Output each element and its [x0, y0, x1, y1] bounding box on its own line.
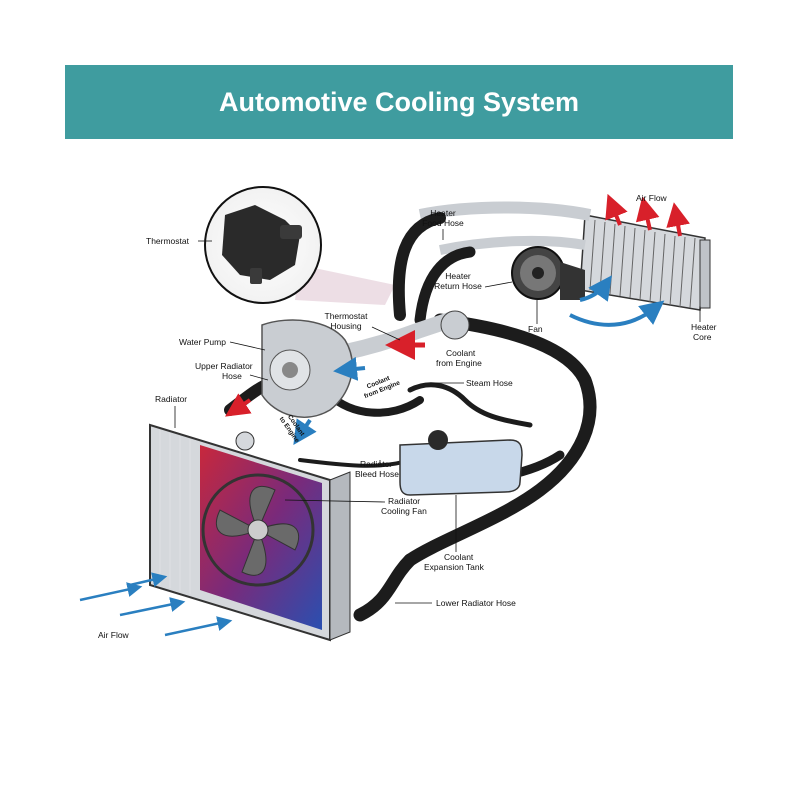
label-radiator: Radiator	[155, 394, 187, 404]
label-water-pump: Water Pump	[179, 337, 226, 347]
label-coolant-from-engine-1: Coolant	[446, 348, 476, 358]
label-upper-radiator-hose-2: Hose	[222, 371, 242, 381]
page-title: Automotive Cooling System	[218, 87, 580, 117]
label-heater-core-1: Heater	[691, 322, 717, 332]
label-coolant-expansion-tank-1: Coolant	[444, 552, 474, 562]
label-heater-food-hose-1: Heater	[430, 208, 456, 218]
label-thermostat-housing-1: Thermostat	[325, 311, 369, 321]
label-radiator-bleed-hose-2: Bleed Hose	[355, 469, 399, 479]
label-radiator-cooling-fan-2: Cooling Fan	[381, 506, 427, 516]
label-steam-hose: Steam Hose	[466, 378, 513, 388]
label-coolant-expansion-tank-2: Expansion Tank	[424, 562, 485, 572]
label-radiator-bleed-hose-1: Radiator	[360, 459, 392, 469]
label-heater-core-2: Core	[693, 332, 712, 342]
label-heater-return-hose-2: Return Hose	[434, 281, 482, 291]
heater-core	[579, 214, 711, 311]
label-air-flow-bottom: Air Flow	[98, 630, 130, 640]
flow-arrows	[79, 193, 690, 637]
label-thermostat: Thermostat	[146, 236, 190, 246]
label-heater-food-hose-2: Food Hose	[422, 218, 464, 228]
label-coolant-from-engine-2: from Engine	[436, 358, 482, 368]
label-radiator-cooling-fan-1: Radiator	[388, 496, 420, 506]
label-heater-return-hose-1: Heater	[445, 271, 471, 281]
water-pump	[261, 319, 353, 418]
label-thermostat-housing-2: Housing	[330, 321, 361, 331]
label-lower-radiator-hose: Lower Radiator Hose	[436, 598, 516, 608]
radiator-cooling-fan	[201, 473, 315, 587]
heater-fan	[511, 246, 585, 300]
thermostat-inset	[204, 186, 395, 305]
label-fan: Fan	[528, 324, 543, 334]
title-banner: Automotive Cooling System	[65, 65, 733, 139]
coolant-expansion-tank	[399, 430, 523, 496]
label-air-flow-top: Air Flow	[636, 193, 668, 203]
label-upper-radiator-hose-1: Upper Radiator	[195, 361, 253, 371]
